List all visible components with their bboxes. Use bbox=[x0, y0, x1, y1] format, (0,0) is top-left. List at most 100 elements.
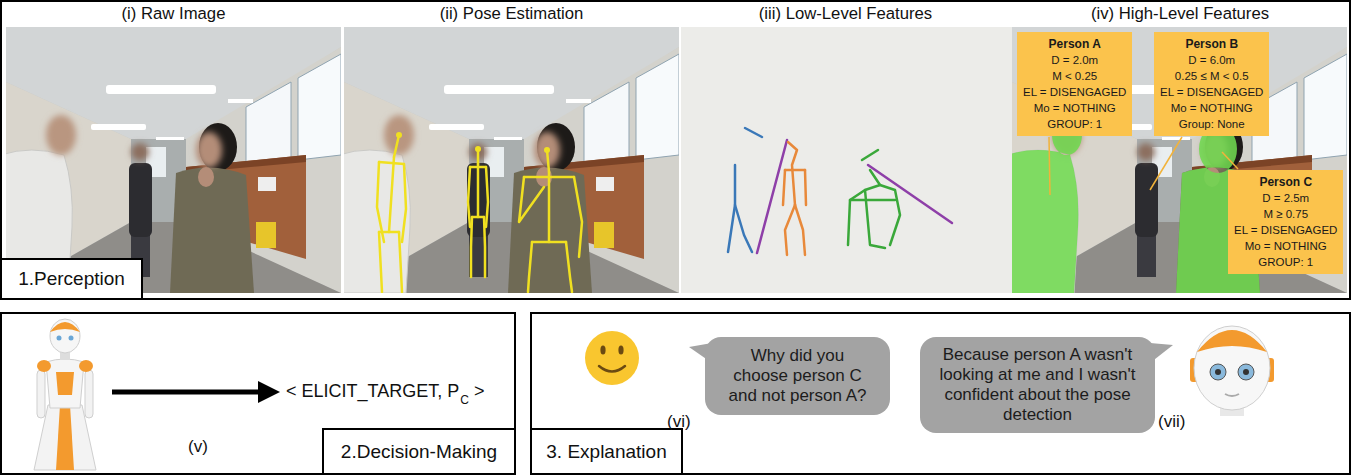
skeleton-line bbox=[805, 170, 806, 205]
smiley-disc bbox=[585, 331, 639, 385]
stage-title: 2.Decision-Making bbox=[341, 441, 497, 462]
pose-skeleton bbox=[471, 217, 472, 277]
person-body bbox=[508, 167, 592, 293]
bin bbox=[594, 222, 614, 248]
leader-line bbox=[1222, 152, 1238, 169]
pose-skeleton bbox=[566, 242, 572, 292]
skeleton-line bbox=[785, 205, 795, 255]
robot-eye bbox=[57, 336, 62, 341]
pose-skeleton bbox=[379, 231, 399, 234]
ceiling-lamp bbox=[156, 137, 184, 140]
bin bbox=[256, 222, 276, 248]
feature-value: EL = DISENGAGED bbox=[1023, 84, 1126, 100]
feature-value: Mo = NOTHING bbox=[1160, 100, 1263, 116]
panel-tab: 2.Decision-Making bbox=[322, 428, 516, 475]
pose-skeleton bbox=[389, 157, 394, 232]
skeleton-line bbox=[788, 142, 797, 205]
robot-figure bbox=[34, 319, 96, 470]
arrow-head bbox=[258, 381, 280, 403]
skeleton-plot bbox=[728, 128, 952, 255]
person-body bbox=[1135, 163, 1158, 237]
robot-cap bbox=[50, 322, 80, 332]
smiley-face bbox=[585, 331, 639, 385]
window bbox=[246, 82, 291, 167]
skeleton-line bbox=[850, 199, 895, 202]
skeleton-line bbox=[862, 150, 878, 160]
pose-skeleton bbox=[574, 177, 582, 257]
pose-skeleton bbox=[477, 164, 480, 217]
pose-skeleton bbox=[468, 167, 470, 227]
skeleton-line bbox=[880, 185, 900, 245]
blurred-face bbox=[384, 115, 414, 155]
feature-value: Mo = NOTHING bbox=[1023, 100, 1126, 116]
skeleton-line bbox=[848, 170, 880, 245]
leader-line bbox=[1150, 137, 1182, 190]
callout-number: (v) bbox=[188, 437, 208, 457]
bubble-text: Why did you choose person C and not pers… bbox=[721, 346, 874, 406]
pose-joint bbox=[396, 132, 402, 138]
ceiling-lamp bbox=[228, 99, 253, 103]
feature-value: GROUP: 1 bbox=[1023, 116, 1126, 132]
action-text: < ELICIT_TARGET, P bbox=[286, 381, 459, 402]
skeleton-plot bbox=[681, 27, 1012, 293]
feature-value: Mo = NOTHING bbox=[1234, 238, 1337, 254]
pose-photo bbox=[339, 27, 679, 293]
ceiling-lamp bbox=[444, 85, 554, 94]
skeleton-line bbox=[795, 205, 805, 255]
robot-mouth bbox=[1225, 394, 1239, 396]
feature-card: Person AD = 2.0mM < 0.25EL = DISENGAGEDM… bbox=[1017, 32, 1132, 136]
robot-shoulder bbox=[37, 360, 51, 372]
image-panel: (iii) Low-Level Features bbox=[679, 0, 1012, 296]
stage-title: 3. Explanation bbox=[546, 441, 666, 462]
robot-pupil bbox=[1215, 369, 1221, 375]
photo-clip bbox=[344, 27, 679, 293]
pose-joint bbox=[544, 147, 550, 153]
leader-line bbox=[1049, 137, 1050, 195]
image-panel: (i) Raw Image bbox=[6, 0, 341, 296]
person-legs bbox=[1137, 235, 1156, 277]
card-heading: Person B bbox=[1160, 36, 1263, 52]
person-body bbox=[129, 163, 152, 237]
robot-chest bbox=[56, 372, 74, 395]
skeleton-line bbox=[728, 165, 735, 252]
image-panel: (iv) High-Level FeaturesPerson AD = 2.0m… bbox=[1012, 0, 1348, 296]
pose-skeleton bbox=[528, 242, 532, 292]
ceiling-lamp bbox=[566, 99, 591, 103]
skeleton-line bbox=[868, 165, 952, 223]
feature-value: 0.25 ≤ M < 0.5 bbox=[1160, 68, 1263, 84]
action-text: > bbox=[474, 381, 485, 402]
pose-skeleton bbox=[379, 232, 382, 292]
skeleton-line bbox=[757, 140, 787, 253]
person-body bbox=[467, 163, 490, 237]
feature-value: Group: None bbox=[1160, 116, 1263, 132]
stage-panel: 3. Explanation Why did you choose person … bbox=[530, 312, 1351, 475]
ceiling-lamp bbox=[106, 85, 216, 94]
window bbox=[584, 82, 629, 167]
bubble-text: Because person A wasn't looking at me an… bbox=[936, 345, 1139, 425]
person-mask bbox=[1012, 115, 1082, 293]
skeleton-line bbox=[783, 170, 785, 205]
feature-value: D = 6.0m bbox=[1160, 52, 1263, 68]
pose-joint bbox=[475, 146, 481, 152]
panel-tab: 1.Perception bbox=[0, 258, 143, 300]
callout-number: (vi) bbox=[667, 412, 691, 432]
robot-pupil bbox=[1243, 369, 1249, 375]
action-subscript: C bbox=[460, 393, 469, 407]
robot-eye bbox=[69, 336, 74, 341]
feature-value: GROUP: 1 bbox=[1234, 254, 1337, 270]
pose-skeleton bbox=[532, 241, 566, 244]
leader-lines bbox=[1049, 137, 1238, 195]
blurred-face bbox=[1137, 143, 1155, 161]
feature-card: Person CD = 2.5mM ≥ 0.75EL = DISENGAGEDM… bbox=[1228, 170, 1343, 274]
feature-value: D = 2.0m bbox=[1023, 52, 1126, 68]
ceiling-lamp bbox=[1162, 137, 1190, 140]
ceiling-lamp bbox=[429, 124, 484, 130]
skeleton-line bbox=[865, 190, 885, 248]
pose-skeleton bbox=[486, 167, 488, 227]
speech-bubble: Why did you choose person C and not pers… bbox=[705, 337, 890, 415]
photo-clip bbox=[1012, 27, 1347, 293]
robot-eye bbox=[1238, 364, 1254, 380]
window bbox=[1304, 54, 1347, 160]
